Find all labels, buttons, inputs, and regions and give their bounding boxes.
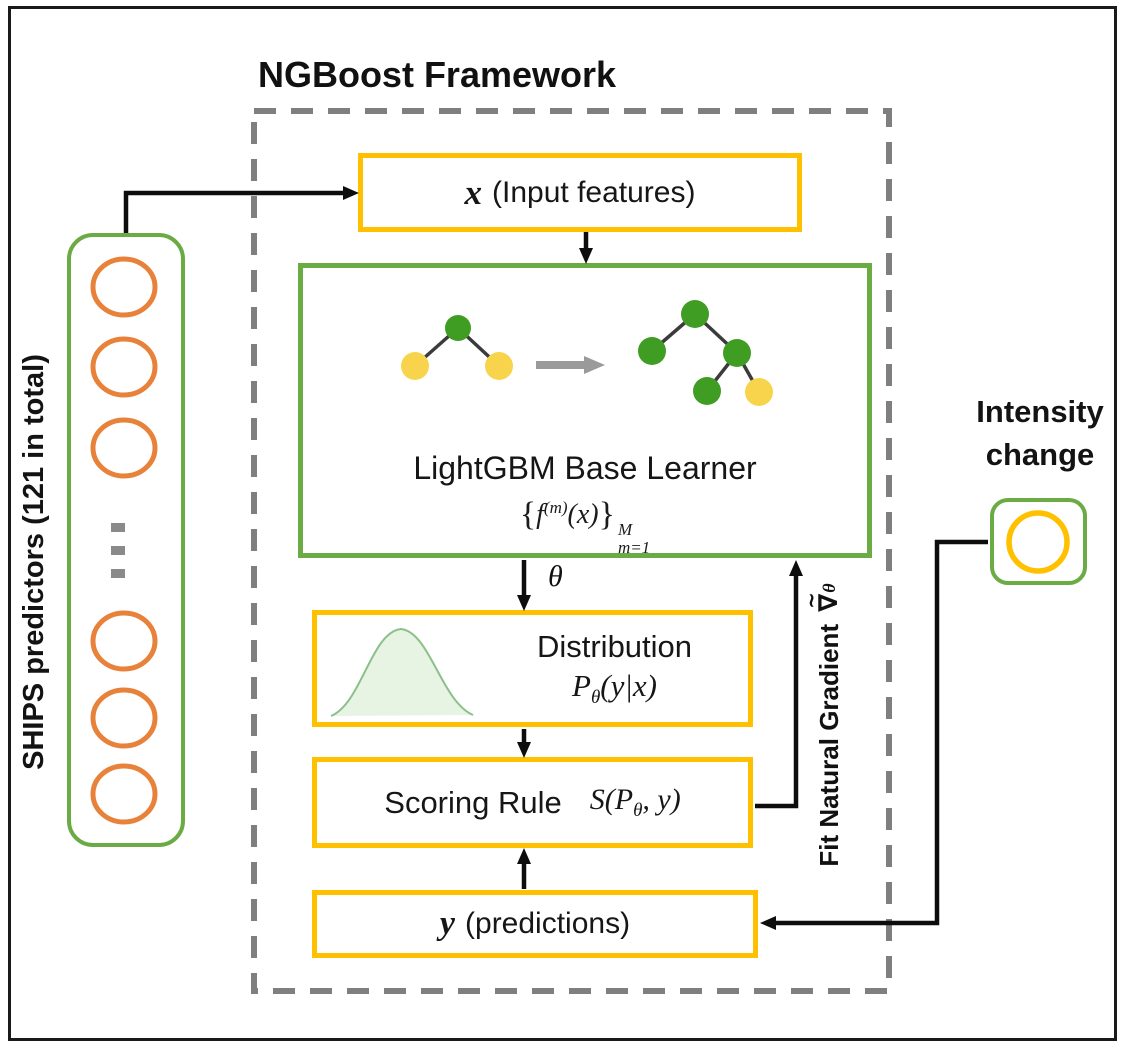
scoring-rule-box: Scoring Rule S(Pθ, y) — [312, 757, 753, 848]
distribution-math: Pθ(y|x) — [572, 668, 657, 709]
predictions-box: y (predictions) — [312, 890, 758, 958]
formula-arg: (x) — [567, 499, 599, 530]
nabla-tilde: ~ — [799, 592, 823, 609]
gradient-text: Fit Natural Gradient — [813, 623, 844, 867]
intensity-line2: change — [985, 437, 1095, 472]
input-features-box: x (Input features) — [358, 153, 802, 232]
dist-math-p: P — [572, 667, 591, 703]
formula-f: f — [536, 499, 544, 530]
formula-sup-m: M — [617, 520, 633, 539]
nabla-icon: ~∇ — [799, 592, 844, 612]
distribution-label: Distribution — [536, 628, 693, 664]
theta-label: θ — [548, 560, 563, 593]
scoring-math-s: S( — [589, 783, 615, 816]
distribution-box: Distribution Pθ(y|x) — [312, 610, 753, 727]
lightgbm-label: LightGBM Base Learner — [413, 450, 757, 486]
scoring-math: S(Pθ, y) — [590, 783, 681, 822]
distribution-text: Distribution Pθ(y|x) — [485, 615, 744, 722]
dist-math-sub: θ — [590, 686, 601, 708]
input-math-x: x — [464, 172, 483, 212]
intensity-change-box — [990, 498, 1087, 585]
dist-math-args: (y|x) — [600, 667, 657, 703]
formula-sub-m: m=1 — [617, 537, 651, 557]
diagram-title: NGBoost Framework — [257, 54, 617, 95]
scoring-label: Scoring Rule — [384, 784, 562, 820]
outer-border — [8, 6, 1117, 1041]
scoring-math-p: P — [614, 783, 634, 816]
formula-rbrace: } — [598, 496, 615, 533]
predictions-math-y: y — [439, 905, 456, 942]
intensity-change-label: Intensity change — [945, 390, 1125, 476]
ships-predictors-label: SHIPS predictors (121 in total) — [18, 354, 50, 770]
predictions-label: (predictions) — [465, 907, 631, 940]
formula-f-sup: (m) — [543, 498, 568, 517]
scoring-math-rest: , y) — [642, 783, 681, 816]
formula-lbrace: { — [519, 496, 537, 533]
ships-predictors-panel — [67, 233, 185, 847]
fit-natural-gradient-label: Fit Natural Gradient ~∇ θ — [799, 555, 846, 895]
input-label: (Input features) — [492, 175, 696, 209]
intensity-line1: Intensity — [976, 394, 1104, 429]
